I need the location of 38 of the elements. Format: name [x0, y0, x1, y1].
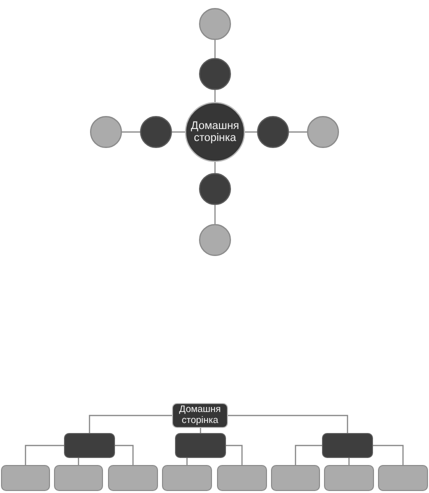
rounded-box — [54, 465, 103, 491]
circle-node — [257, 116, 289, 148]
connector-line — [245, 131, 257, 133]
circle-node — [199, 173, 231, 205]
home-page-box — [172, 403, 228, 428]
rounded-box — [217, 465, 267, 491]
connector-line — [214, 40, 216, 58]
connector-line — [172, 131, 185, 133]
connector-line — [289, 131, 307, 133]
circle-node — [199, 224, 231, 256]
rounded-box — [271, 465, 320, 491]
rounded-box — [324, 465, 374, 491]
connector-line — [24, 444, 64, 465]
connector-line — [226, 444, 243, 465]
circle-node — [307, 116, 339, 148]
rounded-box — [322, 433, 373, 458]
connector-line — [214, 90, 216, 102]
hub-circle — [185, 102, 245, 162]
circle-node — [199, 58, 231, 90]
connector-line — [373, 444, 404, 465]
circle-node — [90, 116, 122, 148]
circle-node — [140, 116, 172, 148]
rounded-box — [108, 465, 158, 491]
rounded-box — [64, 433, 115, 458]
connector-line — [214, 205, 216, 224]
connector-line — [294, 444, 322, 465]
connector-line — [88, 414, 172, 433]
circle-node — [199, 8, 231, 40]
rounded-box — [162, 465, 212, 491]
connector-line — [228, 414, 348, 433]
rounded-box — [175, 433, 226, 458]
rounded-box — [1, 465, 50, 491]
node-label: Домашня сторінка — [178, 405, 222, 426]
connector-line — [122, 131, 140, 133]
node-label: Домашня сторінка — [190, 120, 240, 144]
rounded-box — [378, 465, 428, 491]
connector-line — [115, 444, 134, 465]
connector-line — [214, 162, 216, 173]
